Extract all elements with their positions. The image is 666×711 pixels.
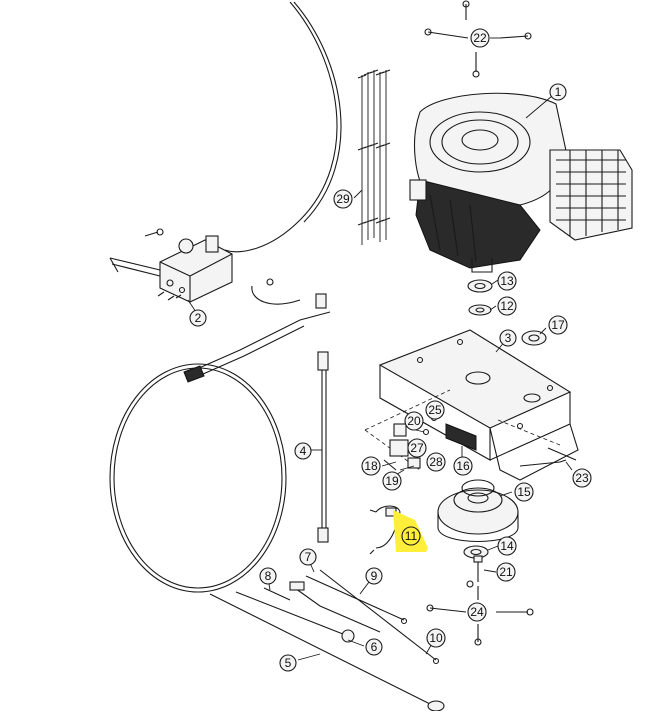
svg-text:12: 12 (500, 299, 514, 313)
callout-20[interactable]: 20 (404, 411, 424, 431)
callouts: 1 2 3 4 5 6 7 8 9 10 11 12 13 14 15 16 1… (189, 28, 592, 672)
callout-7[interactable]: 7 (299, 548, 317, 566)
spacer-13 (467, 279, 493, 293)
svg-text:16: 16 (456, 459, 470, 473)
svg-text:17: 17 (551, 318, 565, 332)
engine (409, 92, 633, 273)
engine-mount-bolts (424, 0, 532, 78)
callout-24[interactable]: 24 (467, 602, 487, 622)
svg-text:29: 29 (336, 192, 350, 206)
callout-17[interactable]: 17 (548, 315, 568, 335)
throttle-control (109, 228, 233, 303)
callout-16[interactable]: 16 (453, 456, 473, 476)
callout-25[interactable]: 25 (425, 400, 445, 420)
callout-29[interactable]: 29 (333, 189, 353, 209)
plate-bolts (519, 447, 577, 467)
svg-text:25: 25 (428, 403, 442, 417)
callout-18[interactable]: 18 (361, 456, 381, 476)
callout-15[interactable]: 15 (514, 482, 534, 502)
pto-clutch (437, 479, 519, 542)
svg-text:21: 21 (499, 565, 513, 579)
mounting-plate (378, 329, 579, 481)
svg-text:8: 8 (265, 569, 272, 583)
callout-1[interactable]: 1 (549, 83, 567, 101)
svg-text:11: 11 (405, 529, 418, 543)
callout-27[interactable]: 27 (407, 438, 427, 458)
callout-14[interactable]: 14 (497, 536, 517, 556)
svg-text:1: 1 (555, 85, 562, 99)
callout-28[interactable]: 28 (426, 452, 446, 472)
svg-text:24: 24 (470, 605, 484, 619)
svg-text:10: 10 (429, 631, 443, 645)
svg-text:4: 4 (300, 444, 307, 458)
callout-4[interactable]: 4 (294, 442, 312, 460)
callout-12[interactable]: 12 (497, 296, 517, 316)
bushing-17 (521, 330, 547, 346)
svg-text:19: 19 (385, 474, 399, 488)
callout-23[interactable]: 23 (572, 468, 592, 488)
callout-5[interactable]: 5 (279, 654, 297, 672)
callout-21[interactable]: 21 (496, 562, 516, 582)
svg-text:6: 6 (371, 640, 378, 654)
callout-2[interactable]: 2 (189, 309, 207, 327)
svg-text:2: 2 (195, 311, 202, 325)
svg-text:9: 9 (371, 569, 378, 583)
highlight-marker (393, 510, 428, 552)
svg-text:22: 22 (473, 31, 487, 45)
relay-assembly (383, 414, 477, 471)
svg-text:18: 18 (364, 459, 378, 473)
svg-text:5: 5 (285, 656, 292, 670)
svg-text:28: 28 (429, 455, 443, 469)
svg-text:7: 7 (305, 550, 312, 564)
callout-3[interactable]: 3 (499, 329, 517, 347)
callout-8[interactable]: 8 (259, 567, 277, 585)
battery-cables (209, 569, 445, 711)
callout-6[interactable]: 6 (365, 638, 383, 656)
throttle-cable (224, 1, 338, 253)
callout-10[interactable]: 10 (426, 628, 446, 648)
callout-9[interactable]: 9 (365, 567, 383, 585)
wire-harness (109, 278, 331, 593)
svg-text:15: 15 (517, 485, 531, 499)
svg-text:14: 14 (500, 539, 514, 553)
svg-text:20: 20 (407, 414, 421, 428)
mount-bolts-bottom (426, 580, 534, 646)
svg-text:13: 13 (500, 274, 514, 288)
cable-ties (357, 69, 391, 245)
svg-text:23: 23 (575, 471, 589, 485)
strap-4 (317, 351, 329, 543)
washer-12 (468, 304, 492, 316)
svg-text:27: 27 (410, 441, 424, 455)
svg-text:3: 3 (505, 331, 512, 345)
callout-22[interactable]: 22 (470, 28, 490, 48)
callout-13[interactable]: 13 (497, 271, 517, 291)
callout-19[interactable]: 19 (382, 471, 402, 491)
callout-11-highlight[interactable]: 11 (393, 510, 428, 552)
